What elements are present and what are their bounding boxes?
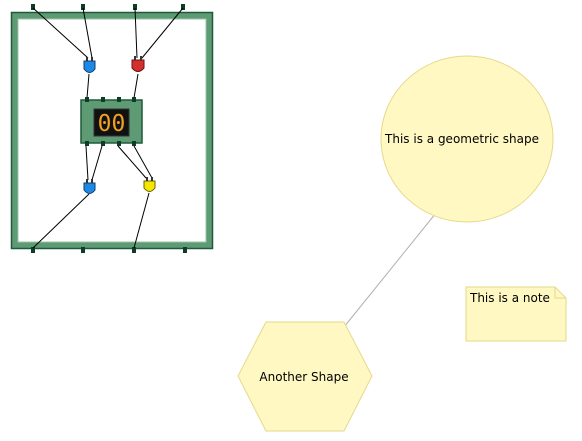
ellipse-shape[interactable]	[380, 55, 554, 223]
board-pin-top-4[interactable]	[181, 4, 185, 10]
display-screen	[93, 108, 130, 137]
note-fold-corner	[554, 287, 566, 299]
board-pin-bottom-2[interactable]	[81, 247, 85, 253]
led-blue-bottom[interactable]	[83, 179, 96, 194]
wire[interactable]	[86, 73, 90, 99]
board-pin-top-2[interactable]	[81, 4, 85, 10]
wire[interactable]	[32, 193, 90, 249]
wire[interactable]	[141, 7, 184, 59]
chip-pin[interactable]	[101, 141, 105, 146]
wire[interactable]	[82, 7, 93, 59]
board-pin-top-1[interactable]	[31, 4, 35, 10]
wire[interactable]	[32, 7, 89, 59]
note-label: This is a note	[470, 291, 550, 305]
led-red-top[interactable]	[131, 56, 145, 72]
hexagon-label: Another Shape	[259, 370, 349, 384]
wire[interactable]	[85, 145, 89, 181]
sticky-note[interactable]	[465, 286, 567, 342]
chip-pin[interactable]	[85, 141, 89, 146]
circuit-board[interactable]: 00	[10, 4, 214, 253]
board-pin-bottom-3[interactable]	[132, 247, 136, 253]
chip-pin[interactable]	[132, 141, 136, 146]
seven-segment-chip[interactable]: 00	[80, 97, 143, 146]
shape-connector[interactable]	[343, 212, 437, 328]
wire[interactable]	[133, 73, 139, 99]
board-pin-top-3[interactable]	[133, 4, 137, 10]
board-pin-bottom-4[interactable]	[183, 247, 187, 253]
wire[interactable]	[133, 192, 150, 249]
chip-pin[interactable]	[117, 97, 121, 102]
wire[interactable]	[134, 7, 138, 59]
hexagon-shape[interactable]	[237, 321, 373, 432]
led-blue-top[interactable]	[83, 57, 96, 73]
board-pin-bottom-1[interactable]	[31, 247, 35, 253]
wire[interactable]	[133, 145, 153, 179]
chip-pin[interactable]	[117, 141, 121, 146]
wire[interactable]	[91, 145, 103, 181]
chip-pin[interactable]	[85, 97, 89, 102]
led-yellow-bottom[interactable]	[143, 177, 156, 192]
chip-pin[interactable]	[132, 97, 136, 102]
ellipse-label: This is a geometric shape	[385, 132, 539, 146]
wire[interactable]	[117, 145, 147, 179]
display-digits: 00	[98, 111, 126, 137]
chip-pin[interactable]	[101, 97, 105, 102]
